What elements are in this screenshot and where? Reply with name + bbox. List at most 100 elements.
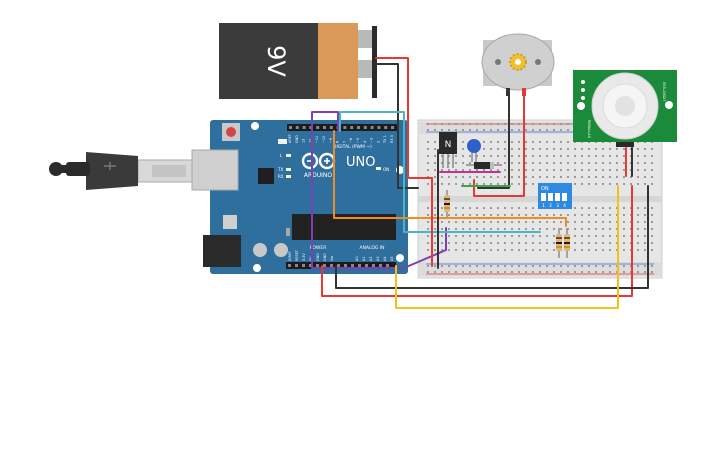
breadboard-hole: [553, 235, 555, 237]
breadboard-hole: [609, 235, 611, 237]
header-pin: [302, 126, 306, 129]
breadboard-hole: [539, 123, 541, 125]
breadboard-hole: [644, 176, 646, 178]
breadboard-hole: [546, 221, 548, 223]
breadboard-hole: [567, 271, 569, 273]
breadboard-hole: [427, 141, 429, 143]
breadboard-hole: [553, 242, 555, 244]
wire-battery-red: [375, 57, 433, 179]
breadboard-hole: [623, 271, 625, 273]
breadboard-hole: [553, 123, 555, 125]
breadboard-hole: [455, 249, 457, 251]
breadboard-hole: [504, 249, 506, 251]
breadboard-hole: [476, 129, 478, 131]
digital-pin-label-9: ~6: [349, 138, 353, 143]
breadboard-hole: [644, 271, 646, 273]
breadboard-hole: [637, 148, 639, 150]
breadboard-hole: [609, 271, 611, 273]
breadboard-hole: [427, 129, 429, 131]
breadboard-hole: [455, 176, 457, 178]
breadboard-hole: [616, 162, 618, 164]
breadboard-hole: [623, 214, 625, 216]
breadboard-hole: [448, 271, 450, 273]
breadboard-hole: [623, 221, 625, 223]
breadboard-hole: [518, 155, 520, 157]
breadboard-hole: [448, 221, 450, 223]
breadboard-hole: [644, 162, 646, 164]
breadboard-hole: [609, 228, 611, 230]
breadboard-hole: [637, 249, 639, 251]
battery-label: 9V: [262, 45, 290, 77]
dip-switch-4[interactable]: [562, 193, 567, 201]
breadboard-hole: [539, 162, 541, 164]
breadboard-hole: [490, 148, 492, 150]
breadboard-hole: [441, 271, 443, 273]
breadboard-hole: [511, 242, 513, 244]
breadboard-hole: [532, 169, 534, 171]
breadboard-hole: [441, 265, 443, 267]
breadboard-hole: [448, 265, 450, 267]
breadboard-hole: [595, 235, 597, 237]
breadboard-hole: [427, 148, 429, 150]
breadboard-hole: [511, 235, 513, 237]
breadboard-hole: [546, 249, 548, 251]
breadboard-hole: [504, 271, 506, 273]
breadboard-hole: [553, 228, 555, 230]
breadboard-hole: [427, 221, 429, 223]
breadboard-holes: [427, 123, 653, 273]
breadboard-hole: [490, 129, 492, 131]
breadboard-hole: [588, 148, 590, 150]
header-pin: [344, 264, 347, 267]
breadboard-hole: [525, 141, 527, 143]
breadboard-hole: [609, 148, 611, 150]
breadboard-hole: [560, 162, 562, 164]
digital-pin-label-4: ~11: [315, 136, 319, 143]
breadboard-hole: [476, 221, 478, 223]
breadboard-hole: [455, 162, 457, 164]
breadboard-hole: [497, 221, 499, 223]
digital-pin-label-11: 4: [363, 141, 367, 143]
breadboard-hole: [623, 176, 625, 178]
wire-gnd-black: [335, 185, 649, 289]
breadboard-hole: [539, 271, 541, 273]
wire-battery-black: [375, 63, 419, 189]
breadboard-hole: [434, 214, 436, 216]
breadboard-hole: [651, 155, 653, 157]
breadboard-hole: [427, 183, 429, 185]
wire-yellow: [395, 185, 619, 309]
breadboard-hole: [630, 176, 632, 178]
breadboard-hole: [427, 214, 429, 216]
header-pin: [295, 264, 298, 267]
breadboard-hole: [427, 207, 429, 209]
breadboard-hole: [644, 265, 646, 267]
breadboard-hole: [644, 207, 646, 209]
breadboard-hole: [567, 221, 569, 223]
breadboard-hole: [546, 141, 548, 143]
breadboard-hole: [448, 155, 450, 157]
pir-sensor: PARALLAX 555-28027: [573, 70, 677, 147]
breadboard-hole: [546, 162, 548, 164]
breadboard-hole: [434, 228, 436, 230]
breadboard-hole: [483, 235, 485, 237]
breadboard-hole: [525, 183, 527, 185]
breadboard-hole: [462, 162, 464, 164]
power-header-label: POWER: [310, 245, 327, 251]
breadboard-hole: [623, 148, 625, 150]
diode: [466, 162, 502, 169]
dip-switch-2[interactable]: [548, 193, 553, 201]
breadboard-hole: [434, 242, 436, 244]
breadboard-hole: [427, 123, 429, 125]
breadboard-hole: [651, 242, 653, 244]
breadboard-hole: [560, 148, 562, 150]
header-pin: [309, 264, 312, 267]
reset-button[interactable]: [226, 127, 236, 137]
breadboard-hole: [567, 228, 569, 230]
breadboard-hole: [574, 176, 576, 178]
dip-switch-3[interactable]: [555, 193, 560, 201]
dip-switch-1[interactable]: [541, 193, 546, 201]
breadboard-hole: [462, 129, 464, 131]
header-pin: [316, 264, 319, 267]
breadboard-hole: [469, 228, 471, 230]
breadboard-hole: [560, 228, 562, 230]
breadboard-hole: [574, 249, 576, 251]
